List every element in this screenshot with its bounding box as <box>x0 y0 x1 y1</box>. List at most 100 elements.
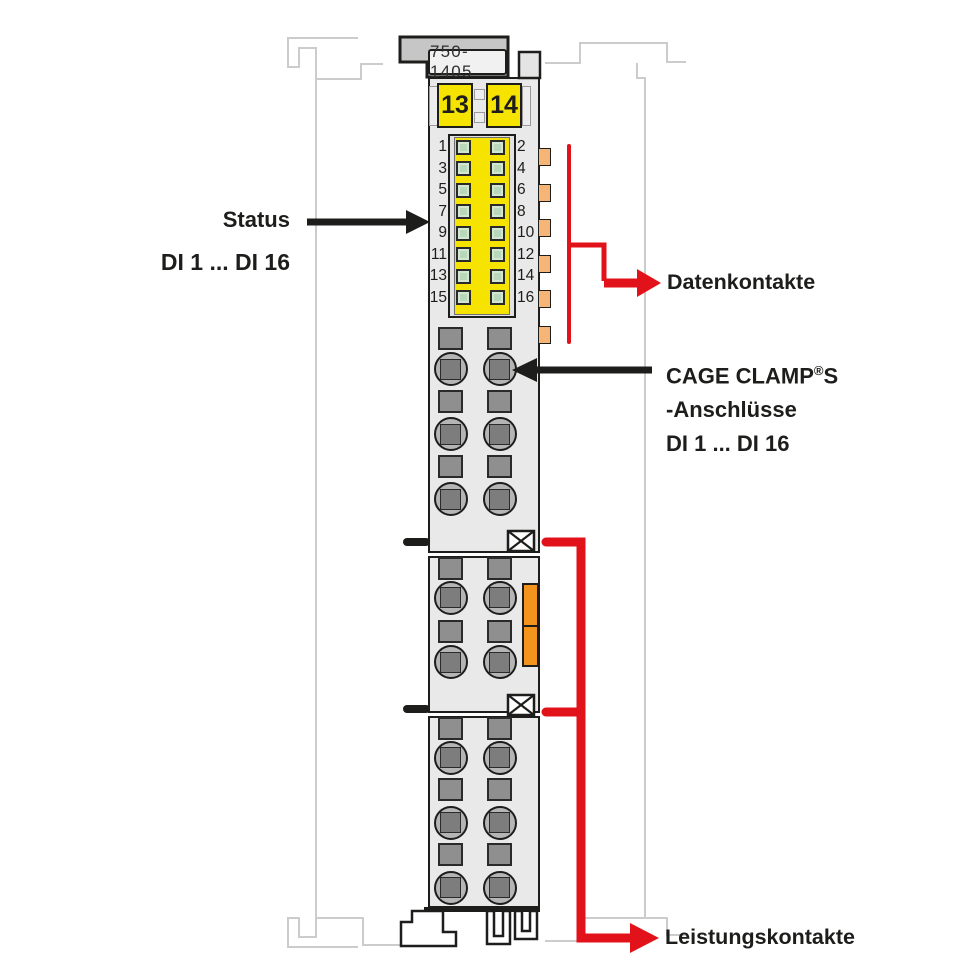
datenkontakte-pointer <box>567 144 661 344</box>
wire-entry-opening <box>487 778 512 801</box>
cage-clamp-actuator <box>433 740 468 775</box>
cage-clamp-arrow <box>512 358 652 382</box>
status-arrowhead <box>406 210 430 234</box>
status-led <box>456 182 471 198</box>
status-led <box>489 247 505 262</box>
clamp-actuator-slot <box>489 747 510 768</box>
module-middle-section <box>428 556 540 713</box>
leistungskontakte-pointer <box>541 537 659 953</box>
wire-entry-opening <box>487 557 512 580</box>
clamp-actuator-slot <box>440 423 461 445</box>
led-channel-number-left: 1 <box>438 138 447 155</box>
outline-right-bottom <box>545 917 686 942</box>
status-led <box>489 204 505 219</box>
terminal-marker-13: 13 <box>437 83 473 128</box>
data-contact <box>538 325 551 344</box>
status-label-line1: Status <box>222 207 290 232</box>
status-arrow <box>307 210 430 234</box>
status-led <box>456 225 471 241</box>
clamp-actuator-slot <box>489 877 510 898</box>
power-jumper-contact-block <box>522 583 539 667</box>
status-led <box>489 139 505 155</box>
cage-clamp-actuator <box>433 352 468 386</box>
section-joint-tick-lower <box>403 705 430 713</box>
status-led <box>456 161 471 176</box>
outline-left-step-top <box>316 63 383 80</box>
cage-clamp-actuator <box>433 870 468 905</box>
cage-clamp-actuator <box>433 482 468 516</box>
cage-clamp-actuator <box>433 645 468 679</box>
status-led <box>489 225 505 241</box>
marker-gap-notch-top <box>474 89 485 100</box>
status-label-line2: DI 1 ... DI 16 <box>160 249 290 275</box>
mounting-foot-left <box>399 909 458 948</box>
status-led <box>489 182 505 198</box>
cage-clamp-label-line3: DI 1 ... DI 16 <box>666 431 790 457</box>
led-channel-number-right: 16 <box>517 288 535 306</box>
status-led <box>456 247 471 262</box>
registered-trademark-symbol: ® <box>813 363 824 378</box>
led-channel-number-left: 13 <box>429 267 447 284</box>
wire-entry-opening <box>438 620 463 643</box>
data-contact <box>538 219 551 237</box>
led-channel-number-right: 2 <box>517 138 526 155</box>
outline-right-top <box>545 42 686 64</box>
clamp-actuator-slot <box>489 812 510 833</box>
clamp-actuator-slot <box>489 651 510 673</box>
status-led <box>456 268 471 284</box>
clamp-actuator-slot <box>440 358 461 380</box>
marker-gap-notch-bottom <box>474 112 485 123</box>
wire-entry-opening <box>438 778 463 801</box>
cage-clamp-actuator <box>482 417 517 451</box>
power-contact-symbol-lower <box>506 693 536 717</box>
status-led <box>456 204 471 219</box>
status-led <box>489 268 505 284</box>
led-channel-number-left: 9 <box>438 224 447 241</box>
cage-clamp-actuator <box>433 805 468 840</box>
wire-entry-opening <box>438 843 463 866</box>
wire-entry-opening <box>487 327 512 350</box>
power-jumper-divider <box>524 625 537 627</box>
wire-entry-opening <box>438 390 463 413</box>
mounting-foot-middle <box>485 909 512 946</box>
power-contact-symbol-upper <box>506 529 536 553</box>
cage-clamp-actuator <box>482 482 517 516</box>
status-led <box>489 290 505 305</box>
wire-entry-opening <box>487 717 512 740</box>
led-channel-number-left: 15 <box>429 288 447 306</box>
clamp-actuator-slot <box>440 747 461 768</box>
data-contact <box>538 290 551 308</box>
leistungskontakte-arrowhead <box>630 923 659 953</box>
mounting-foot-right <box>513 909 539 941</box>
outline-left <box>287 37 358 948</box>
led-channel-number-right: 6 <box>517 181 526 198</box>
wire-entry-opening <box>487 620 512 643</box>
clamp-actuator-slot <box>440 651 461 673</box>
data-contact <box>538 183 551 202</box>
led-channel-number-left: 7 <box>438 202 447 220</box>
led-channel-number-right: 4 <box>517 159 526 177</box>
led-channel-number-right: 12 <box>517 245 535 263</box>
wire-entry-opening <box>438 557 463 580</box>
clamp-actuator-slot <box>489 587 510 608</box>
led-channel-number-right: 10 <box>517 224 535 241</box>
wire-entry-opening <box>438 455 463 478</box>
section-joint-tick-upper <box>403 538 430 546</box>
outline-left-step-bottom <box>316 917 400 946</box>
data-contact <box>538 148 551 166</box>
cage-clamp-actuator <box>482 740 517 775</box>
status-label: Status DI 1 ... DI 16 <box>80 206 290 276</box>
wire-entry-opening <box>487 390 512 413</box>
data-contact <box>538 254 551 273</box>
cage-clamp-label-line2: -Anschlüsse <box>666 397 797 423</box>
status-led <box>456 139 471 155</box>
cage-clamp-actuator <box>482 645 517 679</box>
latch-strip-right <box>522 86 531 126</box>
led-channel-number-right: 14 <box>517 267 535 284</box>
status-led <box>456 290 471 305</box>
status-led <box>489 161 505 176</box>
clamp-actuator-slot <box>489 488 510 510</box>
